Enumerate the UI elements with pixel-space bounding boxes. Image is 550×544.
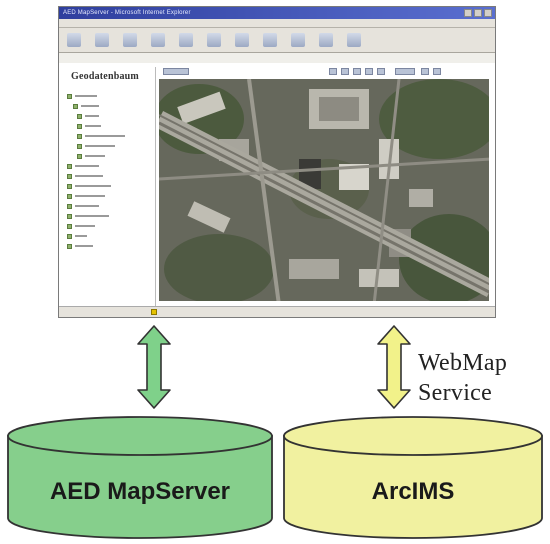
maximize-icon (474, 9, 482, 17)
aerial-photo (159, 79, 489, 301)
layer-tree-title: Geodatenbaum (71, 71, 139, 82)
map-tool-icon (163, 68, 189, 75)
stop-icon (123, 33, 137, 47)
select-icon (395, 68, 415, 75)
browser-menu-bar (59, 19, 495, 28)
layer-tree-panel: Geodatenbaum (61, 67, 156, 313)
map-toolbar (159, 67, 489, 77)
print-icon (319, 33, 333, 47)
back-icon (67, 33, 81, 47)
refresh-icon (151, 33, 165, 47)
tree-item (77, 153, 151, 159)
measure-icon (377, 68, 385, 75)
tree-item (67, 213, 151, 219)
page-content: Geodatenbaum (59, 63, 495, 317)
aed-mapserver-label: AED MapServer (49, 478, 231, 505)
browser-title: AED MapServer - Microsoft Internet Explo… (63, 10, 191, 16)
zoom-in-icon (329, 68, 337, 75)
favorites-icon (235, 33, 249, 47)
tree-item (77, 143, 151, 149)
tree-item (67, 193, 151, 199)
tree-item (67, 163, 151, 169)
print-map-icon (421, 68, 429, 75)
arcims-label: ArcIMS (371, 478, 455, 505)
zoom-out-icon (341, 68, 349, 75)
tree-item (77, 123, 151, 129)
layer-tree (67, 89, 151, 253)
tree-item (67, 223, 151, 229)
browser-toolbar (59, 28, 495, 53)
aerial-map-view (159, 79, 489, 301)
tree-item (77, 133, 151, 139)
pan-icon (353, 68, 361, 75)
label-line-1: WebMap (418, 350, 508, 376)
status-bar (59, 306, 495, 317)
browser-title-bar: AED MapServer - Microsoft Internet Explo… (59, 7, 495, 19)
double-arrow-right (377, 325, 411, 409)
browser-window-screenshot: AED MapServer - Microsoft Internet Explo… (58, 6, 496, 318)
tree-item (73, 103, 151, 109)
help-icon (433, 68, 441, 75)
tree-item (67, 183, 151, 189)
tree-item (67, 233, 151, 239)
database-cylinder-aed (7, 416, 273, 539)
double-arrow-left (137, 325, 171, 409)
close-icon (484, 9, 492, 17)
minimize-icon (464, 9, 472, 17)
forward-icon (95, 33, 109, 47)
label-line-2: Service (418, 380, 493, 406)
database-cylinder-arcims (283, 416, 543, 539)
info-icon (365, 68, 373, 75)
home-icon (179, 33, 193, 47)
window-buttons (464, 9, 492, 17)
tree-item (67, 203, 151, 209)
webmap-service-label: WebMap Service (418, 348, 507, 408)
search-icon (207, 33, 221, 47)
tree-item (77, 113, 151, 119)
history-icon (263, 33, 277, 47)
tree-item (67, 93, 151, 99)
status-indicator-icon (151, 309, 157, 315)
tree-item (67, 173, 151, 179)
mail-icon (291, 33, 305, 47)
edit-icon (347, 33, 361, 47)
tree-item (67, 243, 151, 249)
